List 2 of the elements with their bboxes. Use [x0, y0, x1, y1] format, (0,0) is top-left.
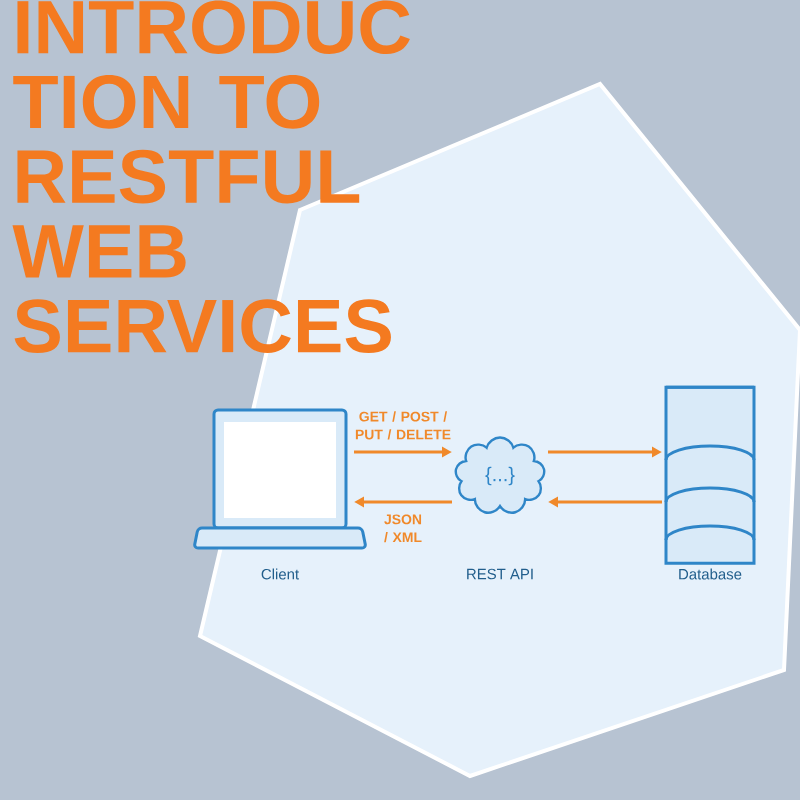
title: INTRODUC TION TO RESTFUL WEB SERVICES [12, 0, 410, 353]
database-icon [664, 385, 756, 565]
